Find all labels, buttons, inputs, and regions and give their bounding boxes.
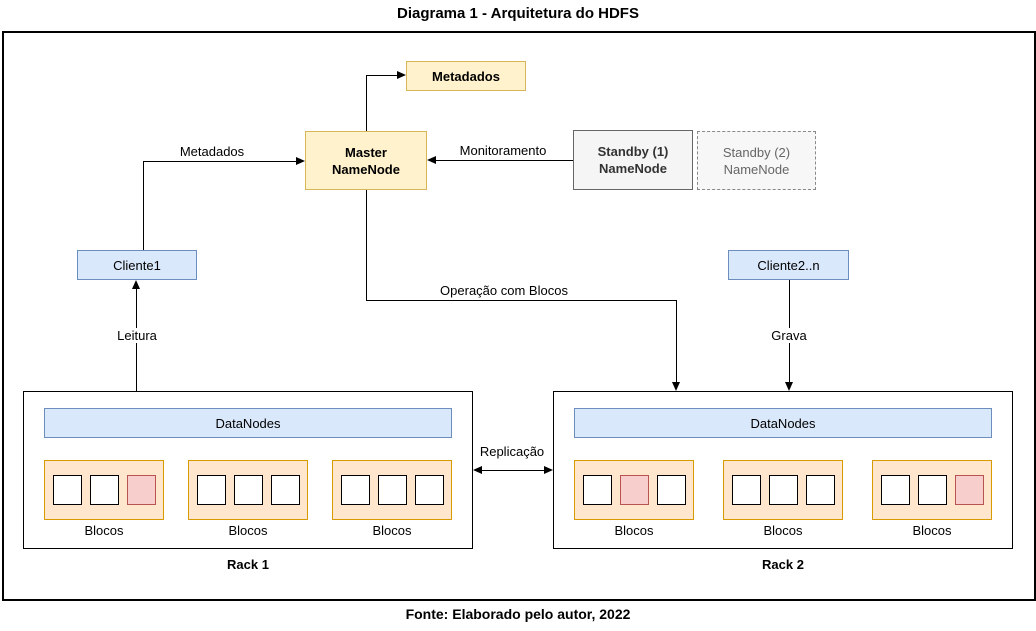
edge-label-grava: Grava (768, 328, 810, 343)
rack-2-datanodes-bar: DataNodes (574, 408, 992, 438)
master-namenode-label-line2: NameNode (332, 161, 400, 177)
master-namenode-node: Master NameNode (305, 131, 427, 190)
standby1-label-line2: NameNode (599, 161, 667, 176)
blocos-group: Blocos (188, 460, 308, 538)
rack-1-datanodes-bar: DataNodes (44, 408, 452, 438)
metadados-node: Metadados (406, 61, 526, 91)
rack-2-datanodes-label: DataNodes (750, 415, 816, 431)
edge-label-monitoramento: Monitoramento (456, 143, 550, 158)
arrowhead-into-master-left (296, 157, 305, 165)
block-square (196, 475, 226, 505)
blocos-label: Blocos (614, 523, 654, 538)
block-square (656, 475, 686, 505)
connector-master-metadados-h (366, 75, 397, 76)
rack-2-groups: Blocos Blocos Blocos (554, 460, 1012, 538)
rack-1-datanodes-label: DataNodes (215, 415, 281, 431)
rack-2-label: Rack 2 (762, 557, 804, 572)
block-square (270, 475, 300, 505)
arrowhead-into-master-right (427, 156, 436, 164)
edge-label-metadados: Metadados (176, 144, 248, 159)
connector-cliente1-master-h (143, 161, 296, 162)
blocos-group: Blocos (723, 460, 843, 538)
block-square (582, 475, 612, 505)
source-caption: Fonte: Elaborado pelo autor, 2022 (405, 606, 631, 622)
blocos-label: Blocos (912, 523, 952, 538)
connector-replicacao (482, 470, 544, 471)
block-square (414, 475, 444, 505)
block-square (89, 475, 119, 505)
block-square (731, 475, 761, 505)
block-square (805, 475, 835, 505)
block-square (880, 475, 910, 505)
standby2-namenode-node: Standby (2) NameNode (697, 131, 816, 190)
rack-1-box: DataNodes Blocos (23, 391, 473, 549)
blocos-box (44, 460, 164, 520)
cliente2-node: Cliente2..n (728, 250, 849, 280)
block-square (619, 475, 649, 505)
blocos-box (188, 460, 308, 520)
block-square (954, 475, 984, 505)
arrowhead-into-cliente1 (132, 280, 140, 289)
arrowhead-into-rack2-left (672, 382, 680, 391)
rack-2-box: DataNodes Blocos (553, 391, 1013, 549)
blocos-group: Blocos (574, 460, 694, 538)
blocos-box (872, 460, 992, 520)
standby2-label-line1: Standby (2) (722, 144, 791, 160)
blocos-box (332, 460, 452, 520)
block-square (377, 475, 407, 505)
blocos-box (574, 460, 694, 520)
standby2-label-line2: NameNode (723, 161, 790, 177)
metadados-label: Metadados (432, 68, 500, 84)
block-square (52, 475, 82, 505)
connector-standby-master (436, 160, 573, 161)
blocos-label: Blocos (372, 523, 412, 538)
block-square (917, 475, 947, 505)
block-square (233, 475, 263, 505)
standby1-namenode-node: Standby (1) NameNode (573, 130, 693, 190)
cliente1-node: Cliente1 (77, 250, 197, 280)
cliente2-label: Cliente2..n (757, 257, 820, 273)
connector-cliente1-master-v (143, 161, 144, 250)
standby1-label-line1: Standby (1) (597, 144, 669, 159)
diagram-border (2, 31, 1036, 601)
edge-label-operacao: Operação com Blocos (437, 283, 571, 298)
connector-master-metadados-v (366, 75, 367, 131)
edge-label-leitura: Leitura (114, 328, 160, 343)
block-square (768, 475, 798, 505)
blocos-box (723, 460, 843, 520)
block-square (340, 475, 370, 505)
connector-master-rack2-h (366, 300, 677, 301)
edge-label-replicacao: Replicação (476, 444, 548, 459)
master-namenode-label-line1: Master (345, 144, 387, 160)
blocos-group: Blocos (44, 460, 164, 538)
connector-master-rack2-v1 (366, 190, 367, 300)
rack-1-label: Rack 1 (227, 557, 269, 572)
rack-2: DataNodes Blocos (553, 391, 1013, 572)
blocos-group: Blocos (872, 460, 992, 538)
blocos-label: Blocos (763, 523, 803, 538)
diagram-title: Diagrama 1 - Arquitetura do HDFS (397, 5, 639, 22)
cliente1-label: Cliente1 (113, 257, 161, 273)
blocos-group: Blocos (332, 460, 452, 538)
rack-1: DataNodes Blocos (23, 391, 473, 572)
block-square (126, 475, 156, 505)
arrowhead-into-metadados (397, 71, 406, 79)
blocos-label: Blocos (84, 523, 124, 538)
arrowhead-replicacao-left (473, 466, 482, 474)
arrowhead-into-rack2-right (785, 382, 793, 391)
arrowhead-replicacao-right (544, 466, 553, 474)
blocos-label: Blocos (228, 523, 268, 538)
rack-1-groups: Blocos Blocos Blocos (24, 460, 472, 538)
connector-master-rack2-v2 (676, 300, 677, 382)
